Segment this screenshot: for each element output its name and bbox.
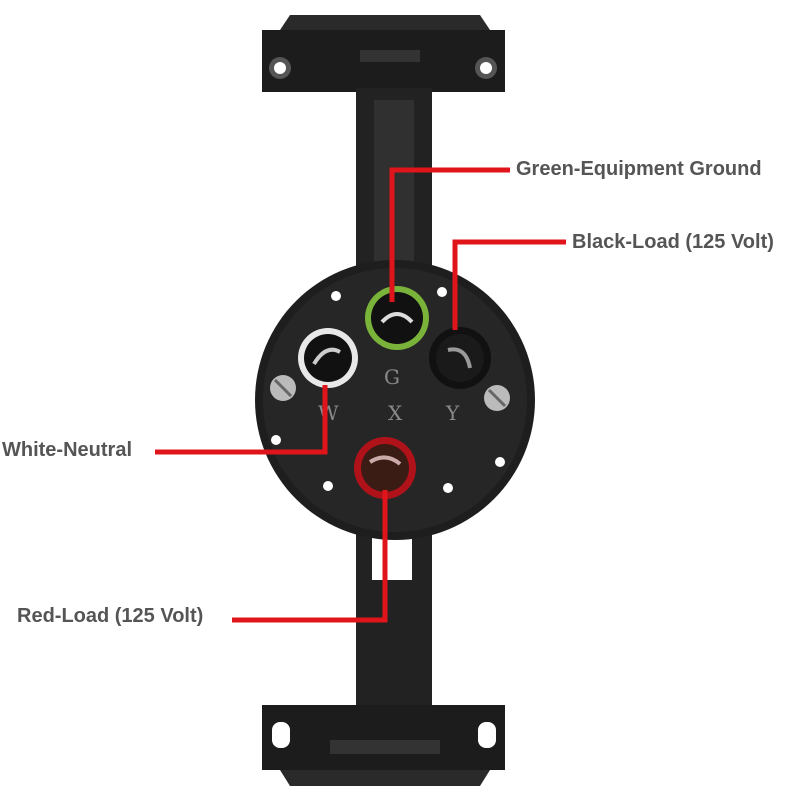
terminal-screw-left bbox=[270, 375, 296, 401]
callout-red-load: Red-Load (125 Volt) bbox=[17, 605, 204, 627]
terminal-label-w: W bbox=[318, 401, 339, 425]
terminal-label-y: Y bbox=[445, 401, 460, 425]
terminal-screw-right bbox=[484, 385, 510, 411]
callout-white-neutral: White-Neutral bbox=[2, 439, 132, 461]
terminal-label-g: G bbox=[384, 365, 400, 389]
black-callout-line bbox=[452, 239, 566, 330]
green-ground-contact bbox=[365, 286, 429, 350]
bottom-mounting-bracket bbox=[262, 705, 505, 786]
callout-black-load: Black-Load (125 Volt) bbox=[572, 231, 774, 253]
black-load-contact bbox=[429, 327, 491, 389]
callout-green-ground: Green-Equipment Ground bbox=[516, 158, 762, 180]
green-callout-line bbox=[389, 167, 510, 302]
red-callout-line bbox=[232, 490, 388, 623]
white-neutral-contact bbox=[298, 328, 358, 388]
white-callout-line bbox=[155, 385, 328, 455]
terminal-label-x: X bbox=[388, 401, 403, 425]
red-load-contact bbox=[354, 437, 416, 499]
top-mounting-bracket bbox=[262, 15, 505, 92]
